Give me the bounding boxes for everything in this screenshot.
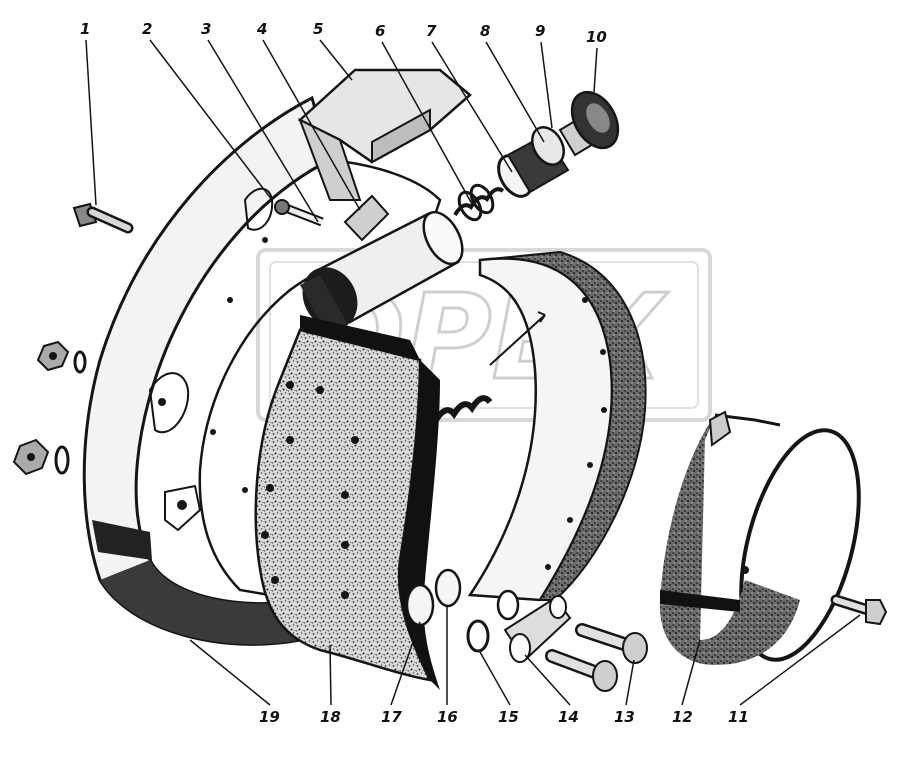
callout-5: 5	[313, 20, 323, 38]
left-nuts-washers	[12, 340, 87, 476]
callout-6: 6	[375, 22, 385, 40]
callout-15: 15	[498, 708, 519, 726]
brake-drum	[659, 410, 861, 665]
callout-12: 12	[672, 708, 693, 726]
cylinder-spring	[453, 183, 505, 222]
mounting-bolt	[72, 202, 134, 234]
callout-labels: 1 2 3 4 5 6 7 8 9 10 11 12 13 14 15 16 1…	[80, 20, 749, 726]
backing-plate	[82, 95, 442, 646]
callout-4: 4	[256, 20, 267, 38]
callout-10: 10	[586, 28, 607, 46]
brake-shoe-front	[254, 315, 462, 690]
anchor-pins	[545, 623, 648, 692]
callout-14: 14	[558, 708, 579, 726]
bleeder-screw	[274, 199, 324, 227]
cylinder-boss	[343, 194, 390, 242]
callout-8: 8	[480, 22, 490, 40]
cylinder-bracket	[297, 68, 472, 201]
callout-2: 2	[142, 20, 152, 38]
callout-13: 13	[614, 708, 635, 726]
leader-lines	[85, 39, 861, 706]
cylinder-boot	[558, 90, 620, 157]
callout-7: 7	[426, 22, 437, 40]
drum-bolt	[830, 594, 888, 626]
anchor-link-plate	[496, 589, 572, 663]
anchor-washer	[466, 619, 490, 653]
brake-shoe-rear	[467, 250, 647, 602]
callout-16: 16	[437, 708, 458, 726]
callout-9: 9	[535, 22, 545, 40]
callout-11: 11	[728, 708, 749, 726]
callout-19: 19	[259, 708, 280, 726]
wheel-cylinder	[300, 210, 464, 335]
callout-3: 3	[201, 20, 211, 38]
callout-1: 1	[80, 20, 90, 38]
callout-18: 18	[320, 708, 341, 726]
callout-17: 17	[381, 708, 402, 726]
